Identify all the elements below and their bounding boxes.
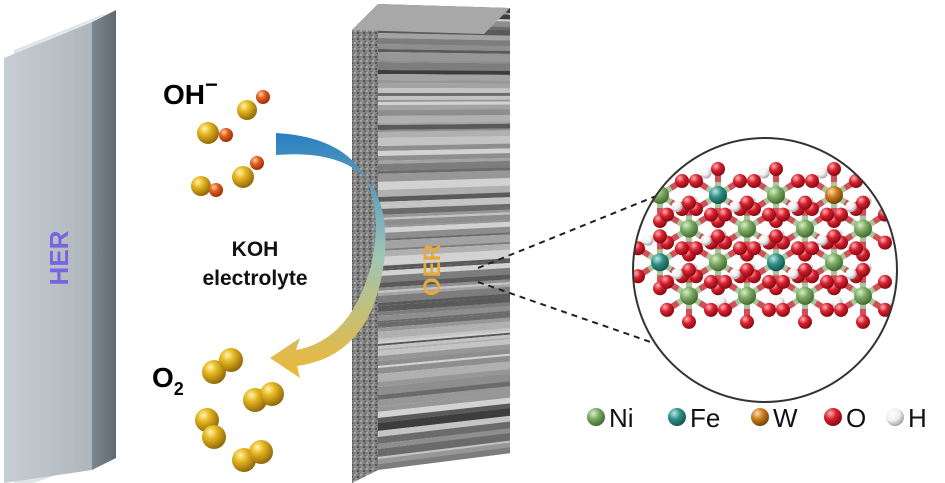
hydroxide-molecules (191, 90, 270, 197)
electrolyte-label-line2: electrolyte (202, 267, 307, 290)
element-legend: Ni Fe W O H (587, 403, 927, 433)
oxygen-subscript: 2 (174, 379, 184, 399)
legend-label-o: O (846, 403, 866, 433)
legend-label-ni: Ni (609, 403, 634, 433)
oxygen-molecules (195, 348, 284, 472)
legend-swatch-h (886, 408, 904, 426)
oer-front-face (352, 4, 510, 470)
oer-electrode (352, 4, 510, 483)
legend-swatch-ni (587, 408, 605, 426)
oer-label: OER (419, 244, 446, 296)
oxygen-formula: O (152, 362, 174, 393)
legend-swatch-w (751, 408, 769, 426)
hydroxide-charge: − (205, 72, 218, 97)
hydroxide-label: OH− (163, 72, 218, 110)
her-label: HER (44, 230, 74, 285)
legend-swatch-fe (668, 408, 686, 426)
legend-swatch-o (824, 408, 842, 426)
oxygen-label: O2 (152, 362, 184, 399)
her-electrode (4, 10, 116, 483)
electrolyte-label-line1: KOH (232, 238, 279, 261)
legend-label-w: W (773, 403, 798, 433)
zoom-line-top (477, 191, 667, 269)
legend-label-h: H (908, 403, 927, 433)
reaction-arrow (270, 133, 386, 378)
hydroxide-formula: OH (163, 79, 205, 110)
zoom-circle-border (632, 137, 898, 403)
legend-label-fe: Fe (690, 403, 720, 433)
